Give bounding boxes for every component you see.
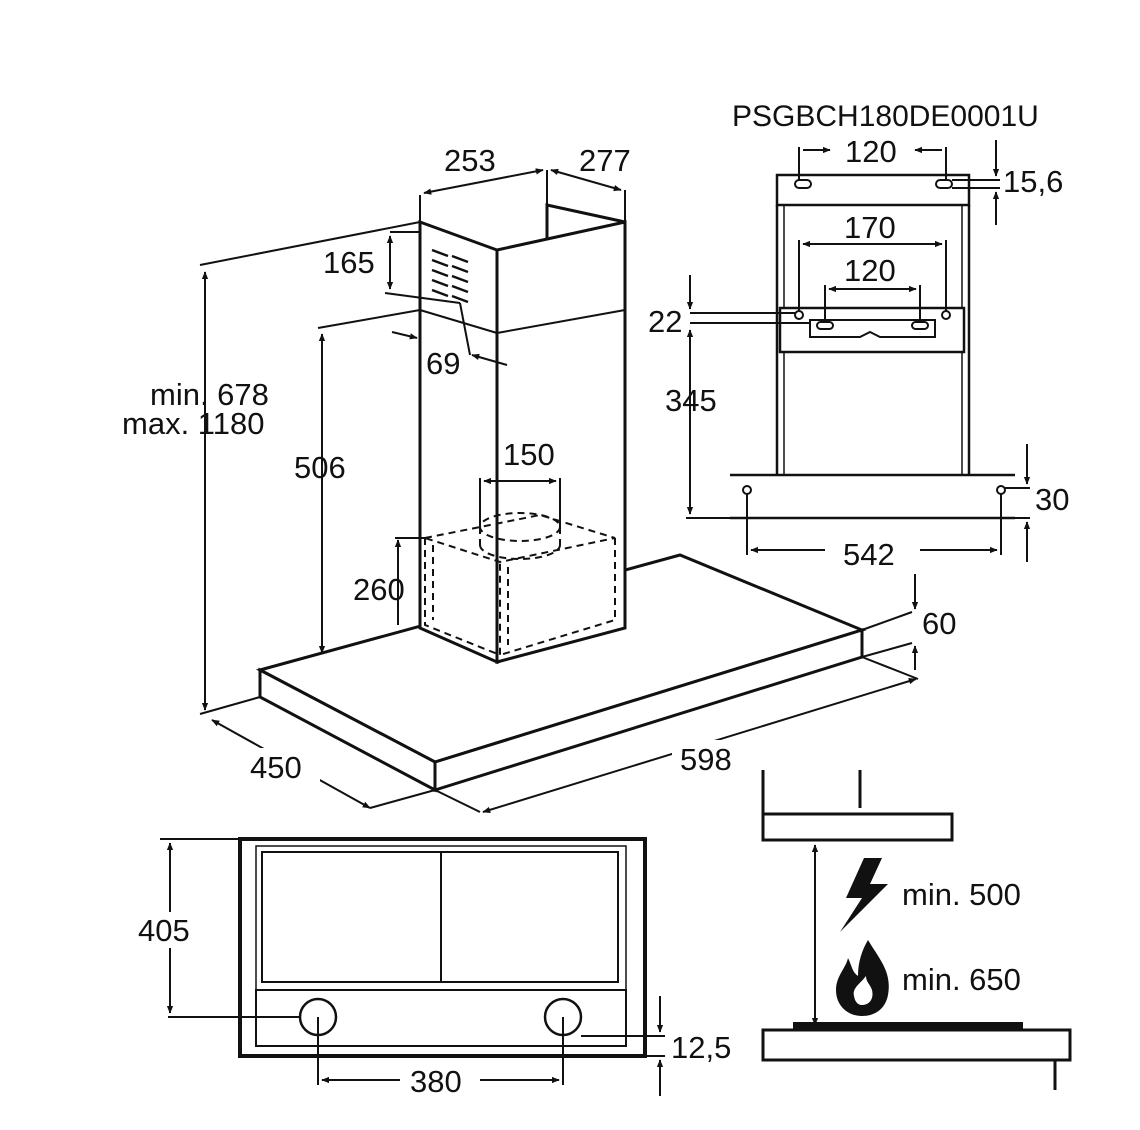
bracket-view	[686, 140, 1031, 562]
top-hole-spacing-label: 120	[845, 134, 897, 169]
lightning-icon	[840, 858, 888, 932]
bottom-hole-spacing-label: 380	[410, 1064, 462, 1099]
electric-clearance-label: min. 500	[902, 877, 1021, 912]
flame-icon	[836, 940, 889, 1016]
bracket-to-bottom-label: 345	[665, 383, 717, 418]
vent-offset-label: 165	[323, 245, 375, 280]
model-code: PSGBCH180DE0001U	[732, 100, 1039, 133]
cooktop	[793, 1022, 1023, 1030]
canopy-thickness-label: 60	[922, 606, 956, 641]
height-min-label: min. 678	[150, 377, 269, 412]
clearance-view	[761, 770, 1072, 1090]
upper-height-label: 506	[294, 450, 346, 485]
duct-inset-label: 69	[426, 346, 460, 381]
bottom-hole-spacing-label: 542	[843, 537, 895, 572]
box-height-label: 260	[353, 572, 405, 607]
bottom-offset-label: 30	[1035, 482, 1069, 517]
top-hole-offset-label: 15,6	[1003, 164, 1063, 199]
duct-depth-label: 277	[579, 143, 631, 178]
chimney-right-face	[495, 220, 627, 664]
bottom-depth-label: 405	[138, 913, 190, 948]
gas-clearance-label: min. 650	[902, 962, 1021, 997]
hood-width-label: 598	[680, 742, 732, 777]
height-max-label: max. 1180	[122, 406, 264, 441]
outlet-diameter-label: 150	[503, 437, 555, 472]
hood-depth-label: 450	[250, 750, 302, 785]
hood-perspective-view	[199, 168, 919, 813]
bottom-hole-offset-label: 12,5	[671, 1030, 731, 1065]
vent-grille	[431, 248, 469, 304]
inner-hole-spacing-label: 120	[844, 253, 896, 288]
outer-hole-spacing-label: 170	[844, 210, 896, 245]
bottom-view	[160, 837, 665, 1096]
duct-width-label: 253	[444, 143, 496, 178]
hole-offset-label: 22	[648, 304, 682, 339]
